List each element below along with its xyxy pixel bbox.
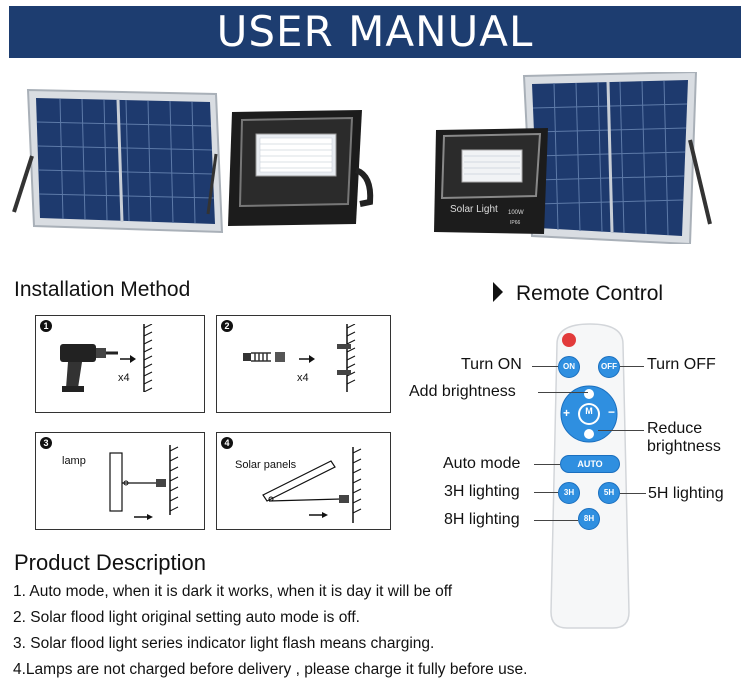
3h-button[interactable]: 3H [558,482,580,504]
flood-light-image: Solar Light 100W IP66 [434,128,548,234]
step-number: 1 [40,320,52,332]
install-step-4: 4 Solar panels [216,432,391,530]
drill-icon [60,344,118,392]
install-step-2: 2 x4 [216,315,391,413]
wall-with-anchors-icon [337,324,356,392]
turn-on-label: Turn ON [461,356,522,373]
auto-mode-label: Auto mode [443,455,521,472]
leader-line [532,366,558,367]
flood-light-image [228,110,374,226]
install-step-1: 1 x4 [35,315,205,413]
step-number: 2 [221,320,233,332]
product-photo-left [12,88,374,234]
step-caption: Solar panels [235,459,297,471]
description-line: 1. Auto mode, when it is dark it works, … [13,583,453,600]
solar-panel-image [522,72,712,244]
auto-button[interactable]: AUTO [560,455,620,473]
3h-lighting-label: 3H lighting [444,483,520,500]
5h-lighting-label: 5H lighting [648,485,724,502]
m-button[interactable]: M [585,406,593,416]
add-brightness-label: Add brightness [409,383,516,400]
off-button[interactable]: OFF [598,356,620,378]
5h-button[interactable]: 5H [598,482,620,504]
flood-light-watt-text: 100W [508,210,524,216]
step-quantity: x4 [297,372,309,384]
leader-line [620,366,644,367]
8h-button[interactable]: 8H [578,508,600,530]
flood-light-ip-text: IP66 [510,220,521,226]
leader-line [620,493,646,494]
description-line: 2. Solar flood light original setting au… [13,609,360,626]
remote-control-title: Remote Control [516,282,664,305]
leader-line [598,430,644,431]
step-caption: lamp [62,455,86,467]
remote-control-body [550,323,630,629]
flood-light-brand-text: Solar Light [450,204,498,215]
solar-panel-image [12,88,224,234]
arrow-right-icon [299,355,315,363]
wall-icon [143,324,153,392]
install-step-3: 3 lamp [35,432,205,530]
lamp-bracket-icon [109,445,179,520]
step-number: 3 [40,437,52,449]
brightness-up-icon [584,389,594,399]
turn-off-label: Turn OFF [647,356,716,373]
leader-line [534,492,558,493]
panel-bracket-icon [262,447,362,523]
plus-button[interactable]: + [563,406,571,420]
description-line: 3. Solar flood light series indicator li… [13,635,435,652]
minus-button[interactable]: − [608,405,616,419]
reduce-brightness-label-1: Reduce [647,420,703,437]
leader-line [534,464,560,465]
screw-anchor-icon [243,352,285,362]
step-quantity: x4 [118,372,130,384]
product-photo-right: Solar Light 100W IP66 [434,72,712,244]
leader-line [534,520,578,521]
product-description-title: Product Description [14,550,206,575]
page-title: USER MANUAL [216,7,534,56]
installation-title: Installation Method [14,278,191,301]
power-indicator-icon [562,333,576,347]
leader-line [538,392,588,393]
arrow-right-icon [120,355,136,363]
title-banner: USER MANUAL [9,6,741,58]
brightness-down-icon [584,429,594,439]
description-line: 4.Lamps are not charged before delivery … [13,661,528,678]
8h-lighting-label: 8H lighting [444,511,520,528]
play-triangle-icon [493,282,503,302]
reduce-brightness-label-2: brightness [647,438,721,455]
step-number: 4 [221,437,233,449]
on-button[interactable]: ON [558,356,580,378]
